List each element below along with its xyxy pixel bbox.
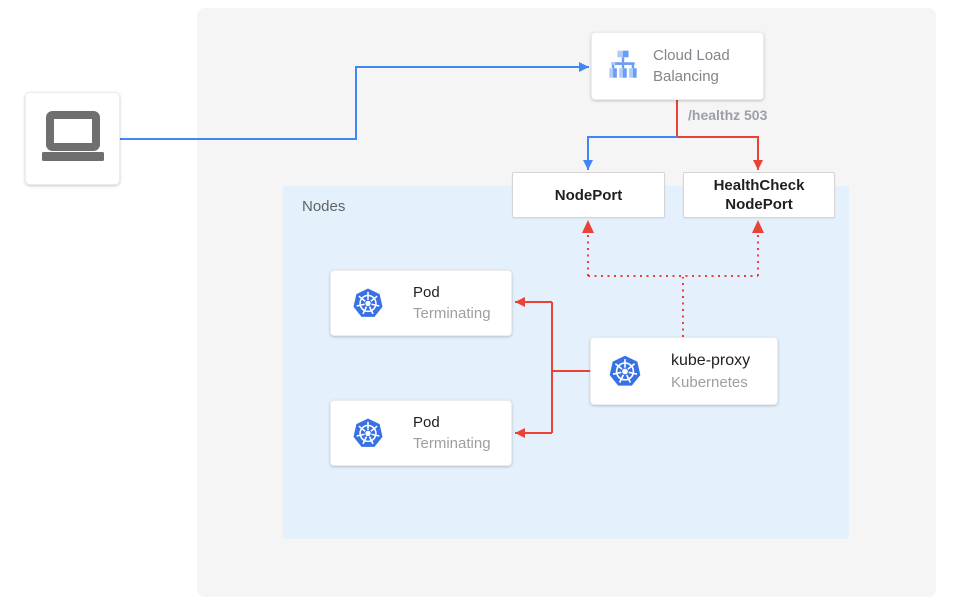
client-node — [25, 92, 120, 185]
healthcheck-nodeport-label: HealthCheck NodePort — [713, 177, 805, 213]
load-balancer-icon — [609, 50, 637, 78]
pod-title: Pod — [413, 284, 440, 301]
pod-status: Terminating — [413, 305, 491, 322]
nodeport-node: NodePort — [512, 172, 665, 218]
cloud-load-balancing-label: Cloud Load Balancing — [653, 47, 730, 85]
kube-proxy-subtitle: Kubernetes — [671, 373, 748, 391]
healthz-status-label: /healthz 503 — [688, 107, 768, 123]
pod-node-1: Pod Terminating — [330, 270, 512, 336]
nodes-panel-label: Nodes — [302, 198, 346, 215]
kubernetes-icon — [353, 418, 383, 447]
nodeport-label: NodePort — [554, 186, 623, 204]
kubernetes-icon — [353, 288, 383, 317]
pod-node-2: Pod Terminating — [330, 400, 512, 466]
healthcheck-nodeport-node: HealthCheck NodePort — [683, 172, 835, 218]
kube-proxy-node: kube-proxy Kubernetes — [590, 337, 778, 405]
laptop-icon — [41, 110, 104, 161]
cloud-load-balancing-node: Cloud Load Balancing — [591, 32, 764, 100]
pod-title: Pod — [413, 414, 440, 431]
kube-proxy-title: kube-proxy — [671, 351, 751, 369]
kubernetes-icon — [609, 355, 641, 386]
pod-status: Terminating — [413, 435, 491, 452]
